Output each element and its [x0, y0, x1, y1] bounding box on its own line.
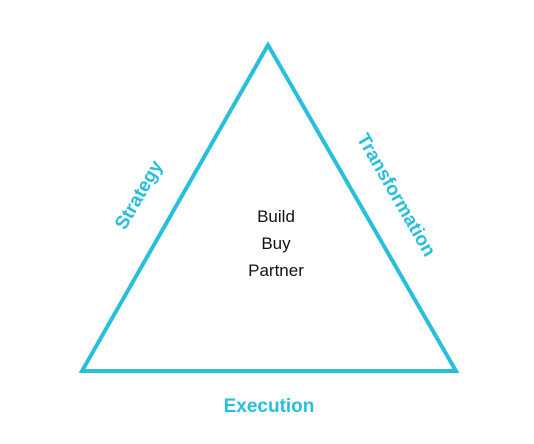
triangle-outline: [78, 40, 460, 373]
side-label-strategy: Strategy: [111, 157, 167, 234]
center-line-buy: Buy: [261, 234, 291, 253]
side-label-transformation: Transformation: [352, 130, 439, 260]
center-line-partner: Partner: [248, 261, 304, 280]
side-label-execution: Execution: [224, 396, 315, 417]
center-line-build: Build: [257, 207, 295, 226]
